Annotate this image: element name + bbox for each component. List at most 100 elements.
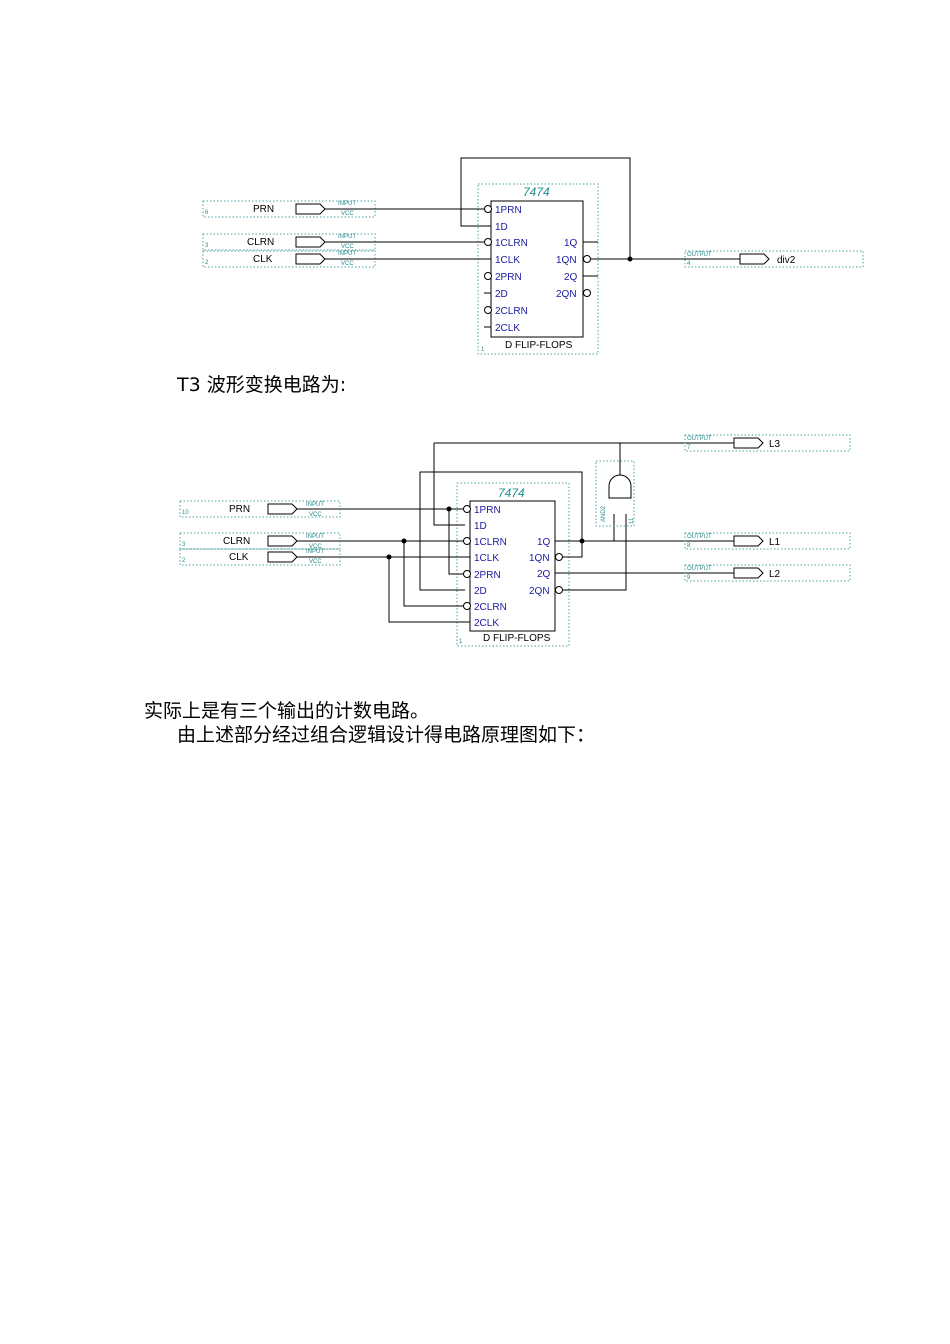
port-sub: VCC [309,512,322,518]
port-outline [684,250,864,268]
port-type: INPUT [306,502,324,508]
part-index: 1 [481,347,485,353]
part-index: 1 [459,639,463,645]
port-number: 8 [687,543,691,549]
part-name: 7474 [523,185,550,199]
paragraph-counter-description: 实际上是有三个输出的计数电路。 [144,700,430,722]
left-pins: 1PRN 1D 1CLRN 1CLK 2PRN 2D 2CLRN 2CLK [484,205,528,334]
input-arrow [267,503,298,515]
junction-dot [579,538,585,544]
pin-label: 1PRN [495,205,522,216]
pin-label: 2CLRN [474,602,507,613]
port-number: 4 [687,261,691,267]
port-number: 2 [182,558,186,564]
port-outline [684,434,851,452]
pin-label: 2PRN [474,570,501,581]
part-footer: D FLIP-FLOPS [483,633,551,644]
output-port-div2: OUTPUT 4 div2 [684,250,864,268]
pin-label: 2D [474,586,487,597]
pin-label: 2CLRN [495,306,528,317]
port-type: INPUT [338,251,356,257]
input-arrow [267,535,298,547]
port-type: INPUT [338,234,356,240]
output-arrow [733,535,764,547]
port-name: CLK [229,552,249,563]
pin-label: 1D [474,521,487,532]
output-port-l2: OUTPUT 9 L2 [684,564,851,582]
port-sub: VCC [309,559,322,565]
pin-label: 2Q [564,272,578,283]
pin-bubble [583,289,591,297]
and-gate-body [608,474,632,499]
right-pins: 1Q 1QN 2Q 2QN [556,238,598,300]
pin-label: 1CLK [495,255,520,266]
port-outline [179,532,341,550]
pin-bubble [484,306,492,314]
pin-label: 1D [495,222,508,233]
wire [388,557,470,623]
pin-label: 2D [495,289,508,300]
input-port-clrn: 3 CLRN INPUT VCC [179,532,341,550]
port-type: INPUT [338,201,356,207]
port-number: 7 [687,445,691,451]
pin-label: 1QN [529,553,550,564]
schematic-divider: 7474 1 D FLIP-FLOPS 1PRN 1D 1CLRN 1CLK 2… [202,157,864,355]
pin-label: 1CLK [474,553,499,564]
pin-label: 2CLK [495,323,520,334]
port-outline [684,532,851,550]
port-name: CLRN [223,536,250,547]
port-outline [179,548,341,566]
input-port-clk: 2 CLK INPUT VCC [202,250,484,268]
port-name: PRN [253,204,274,215]
port-type: OUTPUT [687,534,712,540]
port-name: L2 [769,569,781,580]
pin-bubble [484,238,492,246]
port-name: div2 [777,255,796,266]
wires [297,442,734,623]
input-port-clk: 2 CLK INPUT VCC [179,548,341,566]
pin-label: 2PRN [495,272,522,283]
input-arrow [267,551,298,563]
pin-label: 1CLRN [495,238,528,249]
pin-label: 2QN [529,586,550,597]
output-port-l3: OUTPUT 7 L3 [684,434,851,452]
port-sub: VCC [341,211,354,217]
pin-bubble [484,272,492,280]
port-name: CLRN [247,237,274,248]
port-sub: VCC [341,261,354,267]
part-footer: D FLIP-FLOPS [505,340,573,351]
wire [433,443,465,526]
pin-bubble [463,602,471,610]
pin-bubble [555,586,563,594]
pin-bubble [463,570,471,578]
input-arrow [295,203,326,215]
gate-name: AND2 [601,505,607,522]
input-arrow [295,253,326,265]
and-gate: AND2 11 [595,460,635,527]
flipflop-body [469,500,556,632]
pin-bubble [463,505,471,513]
pin-bubble [463,537,471,545]
paragraph-schematic-intro: 由上述部分经过组合逻辑设计得电路原理图如下： [177,724,596,746]
part-outline [477,183,599,355]
port-sub: VCC [309,544,322,550]
port-name: L1 [769,537,781,548]
port-type: INPUT [306,534,324,540]
part-outline [456,482,570,647]
flipflop-body [490,200,584,338]
input-port-clrn: 3 CLRN INPUT VCC [202,233,484,251]
port-number: 9 [687,575,691,581]
part-name: 7474 [498,486,525,500]
pin-label: 1Q [564,238,578,249]
pin-label: 2CLK [474,618,499,629]
port-number: 10 [182,510,189,516]
port-number: 2 [205,260,209,266]
pin-label: 1Q [537,537,551,548]
port-sub: VCC [341,244,354,250]
gate-index: 11 [629,517,635,524]
wire [403,541,466,607]
schematic-waveform: 7474 1 D FLIP-FLOPS [179,434,851,647]
input-port-prn: 6 PRN INPUT VCC [202,200,484,218]
pin-label: 2Q [537,569,551,580]
port-outline [179,500,341,518]
